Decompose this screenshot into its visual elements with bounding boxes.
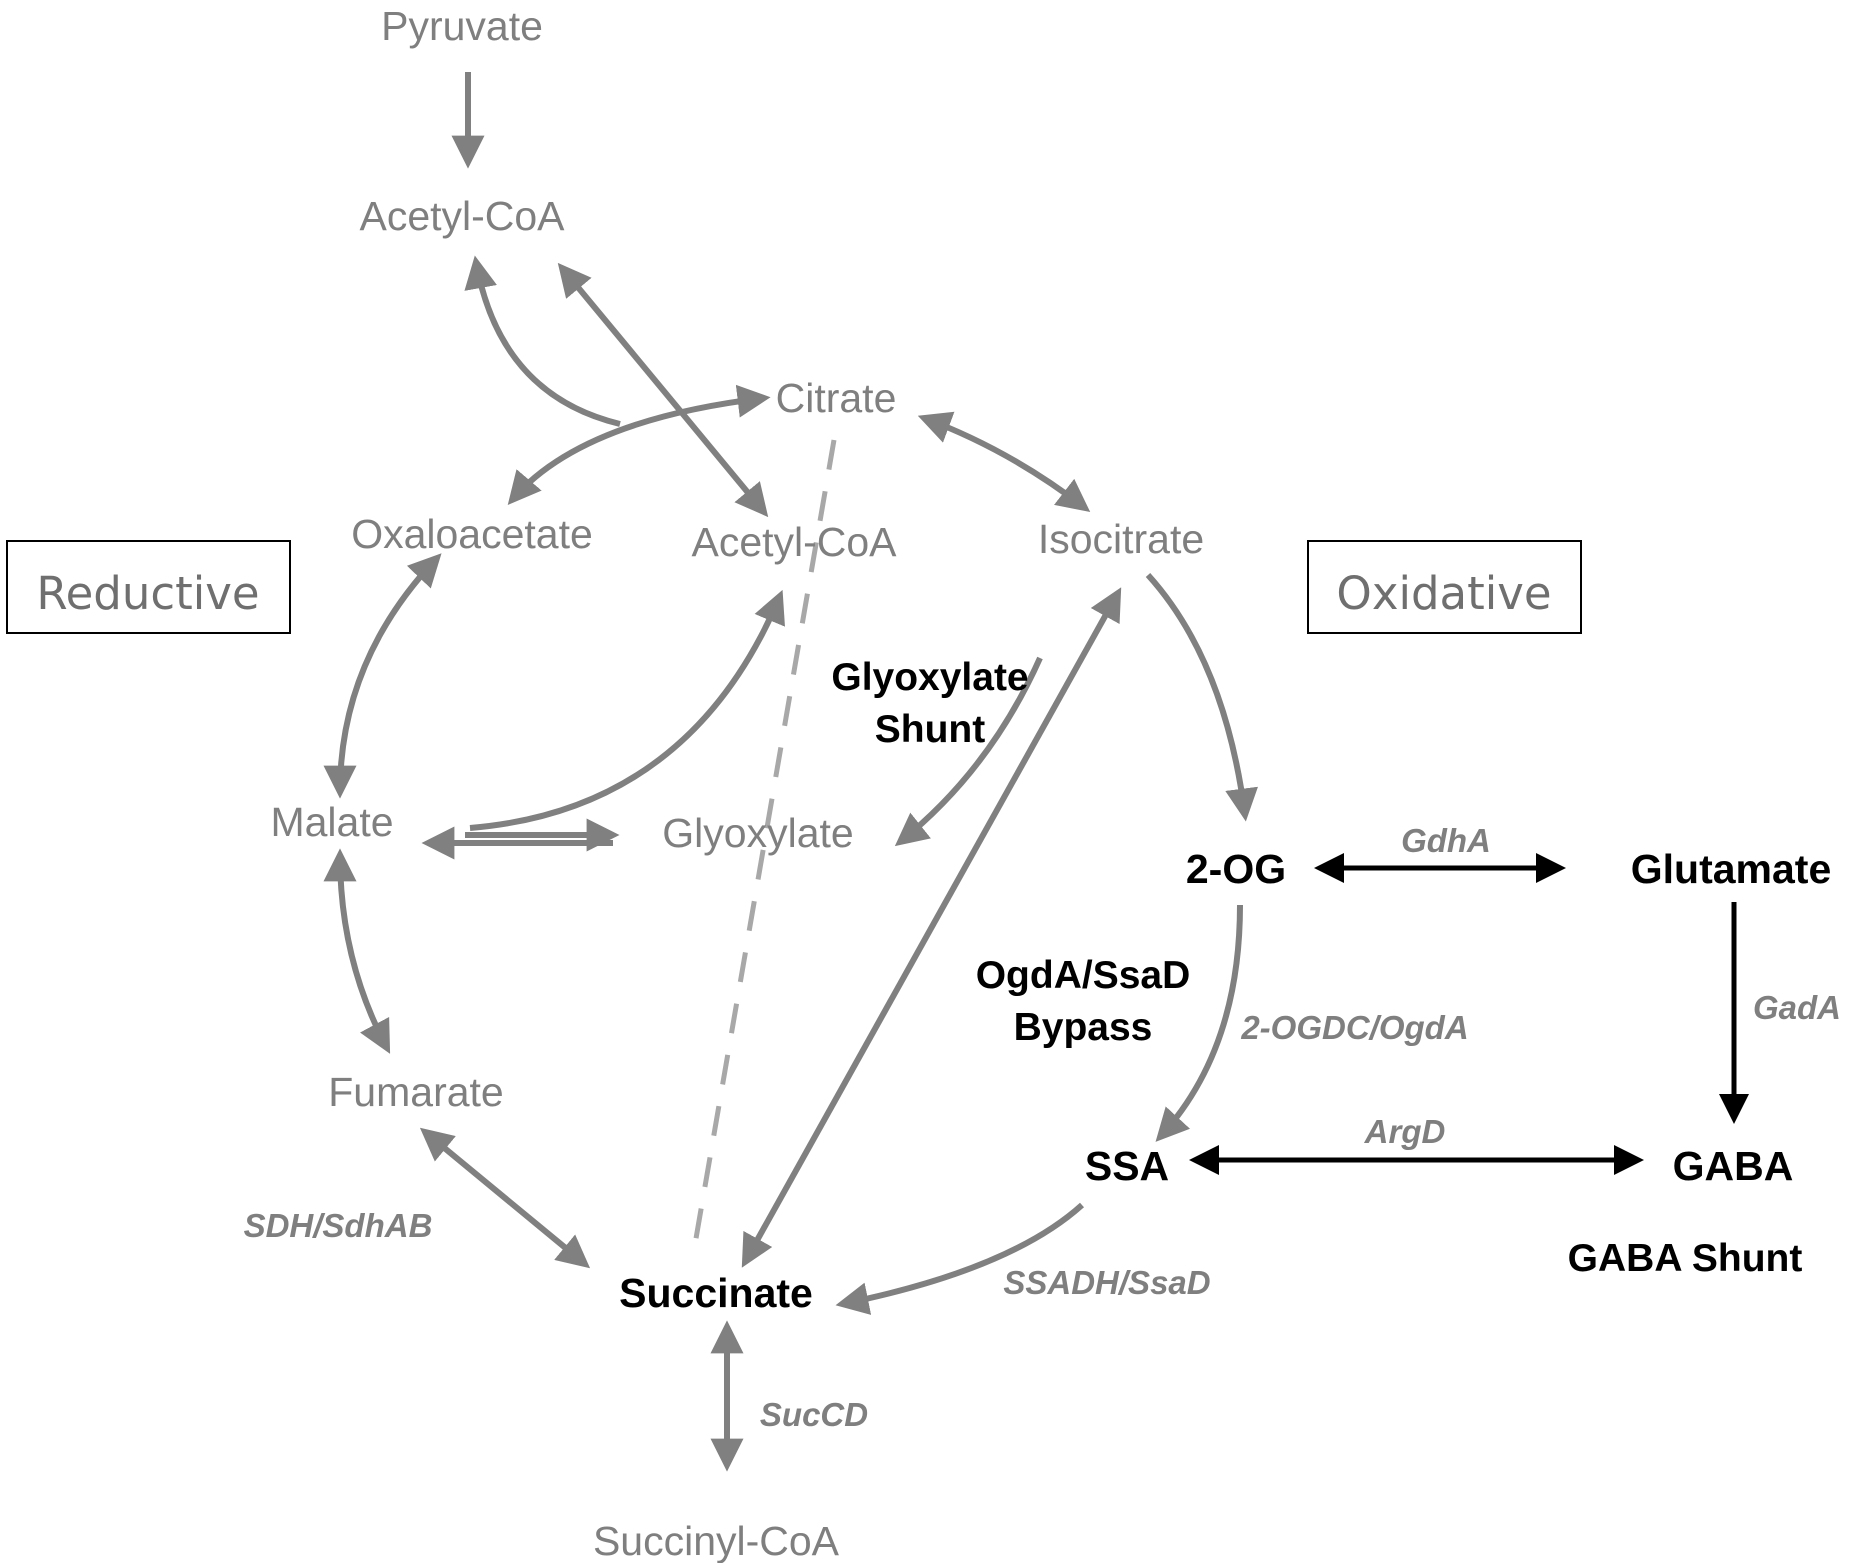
arrow-isocitrate-2og — [1145, 572, 1258, 822]
arrow-malate-fumarate — [323, 848, 391, 1054]
reductive-label: Reductive — [36, 567, 259, 620]
gaba-shunt-label: GABA Shunt — [1568, 1237, 1803, 1280]
metabolite-acetyl-coa-mid: Acetyl-CoA — [691, 519, 897, 565]
enzyme-succd: SucCD — [760, 1396, 868, 1433]
metabolite-succinate: Succinate — [619, 1270, 813, 1316]
metabolite-pyruvate: Pyruvate — [381, 3, 543, 49]
arrow-fumarate-succinate — [419, 1127, 591, 1269]
metabolite-oxaloacetate: Oxaloacetate — [351, 511, 593, 557]
arrow-citrate-acetylcoa-curve — [464, 255, 621, 427]
enzyme-ssadh: SSADH/SsaD — [1003, 1264, 1210, 1301]
arrow-oxaloacetate-malate — [323, 553, 442, 799]
arrow-acetylcoa-top-to-mid — [557, 262, 769, 518]
enzyme-argd: ArgD — [1364, 1113, 1446, 1150]
metabolite-glyoxylate: Glyoxylate — [662, 810, 853, 856]
oxidative-box: Oxidative — [1307, 540, 1582, 634]
enzyme-sdh: SDH/SdhAB — [244, 1207, 433, 1244]
metabolite-ssa: SSA — [1085, 1143, 1169, 1189]
metabolite-2-og: 2-OG — [1186, 846, 1286, 892]
arrow-malate-acetylcoa-mid — [469, 589, 785, 831]
bypass-label-line1: OgdA/SsaD — [976, 954, 1191, 997]
enzyme-ogdc: 2-OGDC/OgdA — [1240, 1009, 1468, 1046]
metabolite-glutamate: Glutamate — [1631, 846, 1832, 892]
glyoxylate-shunt-label-line2: Shunt — [875, 708, 985, 751]
arrow-citrate-isocitrate — [917, 411, 1091, 513]
metabolite-fumarate: Fumarate — [328, 1069, 503, 1115]
metabolite-succinyl-coa: Succinyl-CoA — [593, 1518, 840, 1563]
enzyme-gdha: GdhA — [1401, 822, 1491, 859]
reductive-box: Reductive — [6, 540, 291, 634]
arrow-oxaloacetate-citrate — [507, 384, 771, 506]
arrow-2og-ssa — [1155, 904, 1243, 1142]
arrow-isocitrate-glyoxylate — [894, 656, 1043, 847]
bypass-label-line2: Bypass — [1014, 1006, 1153, 1049]
metabolite-acetyl-coa-top: Acetyl-CoA — [359, 193, 565, 239]
metabolite-citrate: Citrate — [776, 375, 897, 421]
divider-dashed-line — [691, 439, 837, 1251]
metabolite-gaba: GABA — [1673, 1143, 1794, 1189]
enzyme-gada: GadA — [1753, 989, 1841, 1026]
metabolite-isocitrate: Isocitrate — [1038, 516, 1204, 562]
oxidative-label: Oxidative — [1336, 567, 1551, 620]
arrow-isocitrate-succinate — [741, 587, 1122, 1268]
glyoxylate-shunt-label-line1: Glyoxylate — [831, 656, 1028, 699]
metabolite-malate: Malate — [270, 799, 393, 845]
